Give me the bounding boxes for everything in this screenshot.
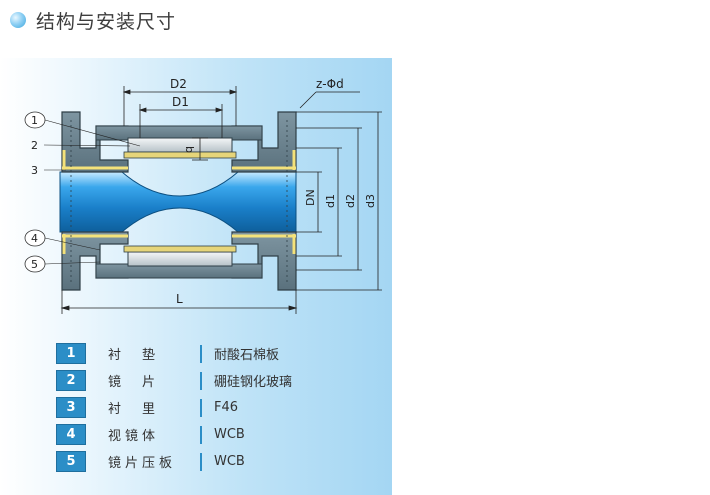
svg-text:1: 1 [31,114,38,127]
upper-glass [127,137,233,153]
leader-zd [299,91,317,109]
legend-row: 3 衬 里 F46 [56,394,346,421]
legend-part: 镜 片 [108,375,160,390]
upper-body [61,111,129,173]
lower-glass [127,251,233,267]
label-d3: d3 [364,194,377,208]
legend-part: 视镜体 [108,429,160,444]
dim-D2 [122,86,238,126]
dim-D1 [138,104,224,138]
legend-number: 1 [56,343,86,364]
legend-row: 5 镜片压板 WCB [56,448,346,475]
label-DN: DN [304,189,317,206]
legend-part: 衬 垫 [108,348,160,363]
lower-gasket [123,245,237,253]
legend-number: 2 [56,370,86,391]
legend-number: 3 [56,397,86,418]
upper-body-right [231,111,297,173]
legend-material: WCB [214,454,245,469]
callout-3: 3 [31,164,66,177]
svg-text:3: 3 [31,164,38,177]
callout-5: 5 [24,255,101,273]
dim-d3 [296,111,382,291]
legend-material: F46 [214,400,239,415]
legend-part: 镜片压板 [108,456,177,471]
dim-d1 [296,147,342,257]
legend-number: 4 [56,424,86,445]
callout-1: 1 [24,111,141,147]
dim-d2 [296,127,362,271]
legend-number: 5 [56,451,86,472]
legend-separator [200,452,202,471]
lining-upper [62,150,296,170]
legend-row: 2 镜 片 硼硅钢化玻璃 [56,367,346,394]
parts-legend: 1 衬 垫 耐酸石棉板 2 镜 片 硼硅钢化玻璃 3 衬 里 F46 4 视镜体… [56,340,346,475]
legend-separator [200,371,202,390]
legend-row: 4 视镜体 WCB [56,421,346,448]
label-L: L [176,292,183,306]
section-title: 结构与安装尺寸 [36,10,177,33]
svg-text:2: 2 [31,139,38,152]
label-D2: D2 [170,77,187,91]
legend-separator [200,398,202,417]
legend-material: 耐酸石棉板 [214,348,280,363]
legend-row: 1 衬 垫 耐酸石棉板 [56,340,346,367]
legend-material: WCB [214,427,245,442]
dim-L [60,290,298,314]
svg-text:5: 5 [31,258,38,271]
callout-2: 2 [31,139,131,152]
label-d2: d2 [344,194,357,208]
section-header: 结构与安装尺寸 [10,6,176,34]
label-zd: z-Φd [316,77,344,91]
legend-separator [200,425,202,444]
legend-separator [200,344,202,363]
bore-passage [59,171,297,233]
label-b: b [183,146,196,153]
dim-b [192,137,208,161]
lower-body-right [231,231,297,291]
label-D1: D1 [172,95,189,109]
svg-text:4: 4 [31,232,38,245]
legend-part: 衬 里 [108,402,160,417]
legend-material: 硼硅钢化玻璃 [214,375,293,390]
bullet-icon [10,12,26,28]
label-d1: d1 [324,194,337,208]
callout-4: 4 [24,229,101,251]
upper-gasket [123,151,237,159]
lower-body [61,231,129,291]
dim-DN [296,171,322,233]
lining-lower [62,234,296,254]
